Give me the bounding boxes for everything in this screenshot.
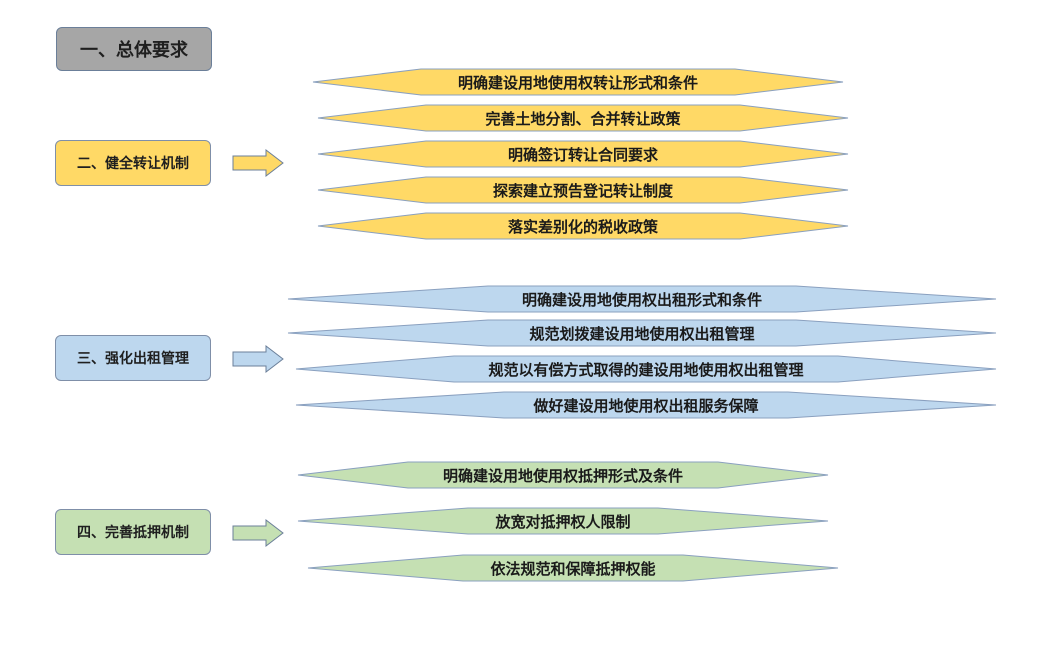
section-transfer-mechanism: 二、健全转让机制 (55, 140, 211, 186)
item-label: 探索建立预告登记转让制度 (492, 181, 673, 200)
transfer-item: 落实差别化的税收政策 (317, 212, 849, 240)
right-arrow-icon (232, 345, 284, 373)
item-label: 规范划拨建设用地使用权出租管理 (529, 324, 755, 343)
lease-item: 做好建设用地使用权出租服务保障 (295, 391, 997, 419)
section-label: 四、完善抵押机制 (77, 525, 189, 541)
section-label: 二、健全转让机制 (77, 156, 189, 172)
transfer-item: 明确建设用地使用权转让形式和条件 (312, 68, 844, 96)
item-label: 明确建设用地使用权出租形式和条件 (521, 290, 762, 309)
right-arrow-icon (232, 519, 284, 547)
item-label: 放宽对抵押权人限制 (495, 512, 631, 531)
item-label: 完善土地分割、合并转让政策 (485, 109, 681, 128)
item-label: 规范以有偿方式取得的建设用地使用权出租管理 (488, 360, 804, 379)
section-label: 一、总体要求 (80, 40, 188, 61)
transfer-item: 完善土地分割、合并转让政策 (317, 104, 849, 132)
item-label: 明确建设用地使用权转让形式和条件 (457, 73, 698, 92)
lease-item: 规范划拨建设用地使用权出租管理 (287, 319, 997, 347)
section-mortgage-mechanism: 四、完善抵押机制 (55, 509, 211, 555)
transfer-item: 明确签订转让合同要求 (317, 140, 849, 168)
transfer-item: 探索建立预告登记转让制度 (317, 176, 849, 204)
mortgage-item: 依法规范和保障抵押权能 (307, 554, 839, 582)
item-label: 明确签订转让合同要求 (507, 145, 658, 164)
lease-item: 明确建设用地使用权出租形式和条件 (287, 285, 997, 313)
item-label: 明确建设用地使用权抵押形式及条件 (442, 466, 683, 485)
mortgage-item: 明确建设用地使用权抵押形式及条件 (297, 461, 829, 489)
item-label: 做好建设用地使用权出租服务保障 (533, 396, 759, 415)
lease-item: 规范以有偿方式取得的建设用地使用权出租管理 (295, 355, 997, 383)
section-label: 三、强化出租管理 (77, 351, 189, 367)
mortgage-item: 放宽对抵押权人限制 (297, 507, 829, 535)
item-label: 依法规范和保障抵押权能 (490, 559, 656, 578)
section-lease-management: 三、强化出租管理 (55, 335, 211, 381)
right-arrow-icon (232, 149, 284, 177)
item-label: 落实差别化的税收政策 (507, 217, 658, 236)
section-general-requirements: 一、总体要求 (56, 27, 212, 71)
